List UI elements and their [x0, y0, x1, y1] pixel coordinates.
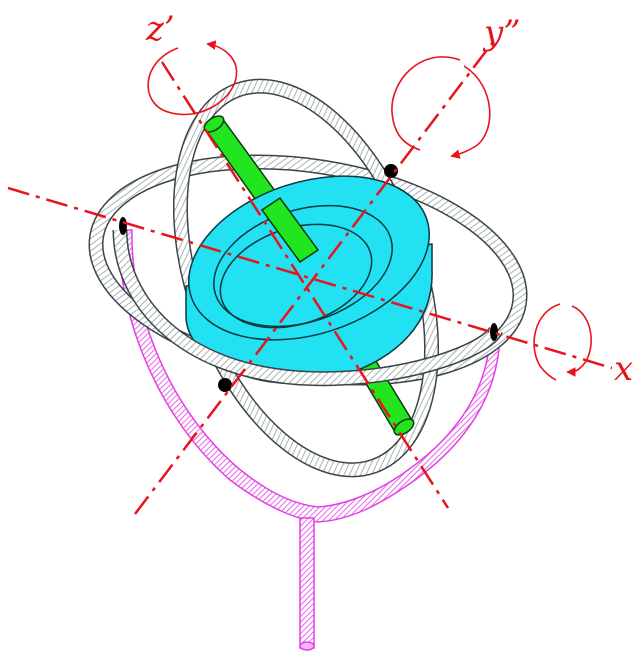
stand-foot: [300, 642, 314, 650]
y-axis-label: y”: [482, 13, 521, 53]
x-rotation-arrow: [534, 304, 591, 380]
pivot-point: [490, 323, 498, 341]
z-axis-label: z’: [145, 9, 175, 49]
x-axis-label: x: [614, 349, 633, 389]
y-rotation-arrow: [392, 57, 490, 156]
pivot-point: [119, 217, 127, 235]
stand-post: [300, 518, 314, 648]
pivot-point: [218, 378, 232, 392]
